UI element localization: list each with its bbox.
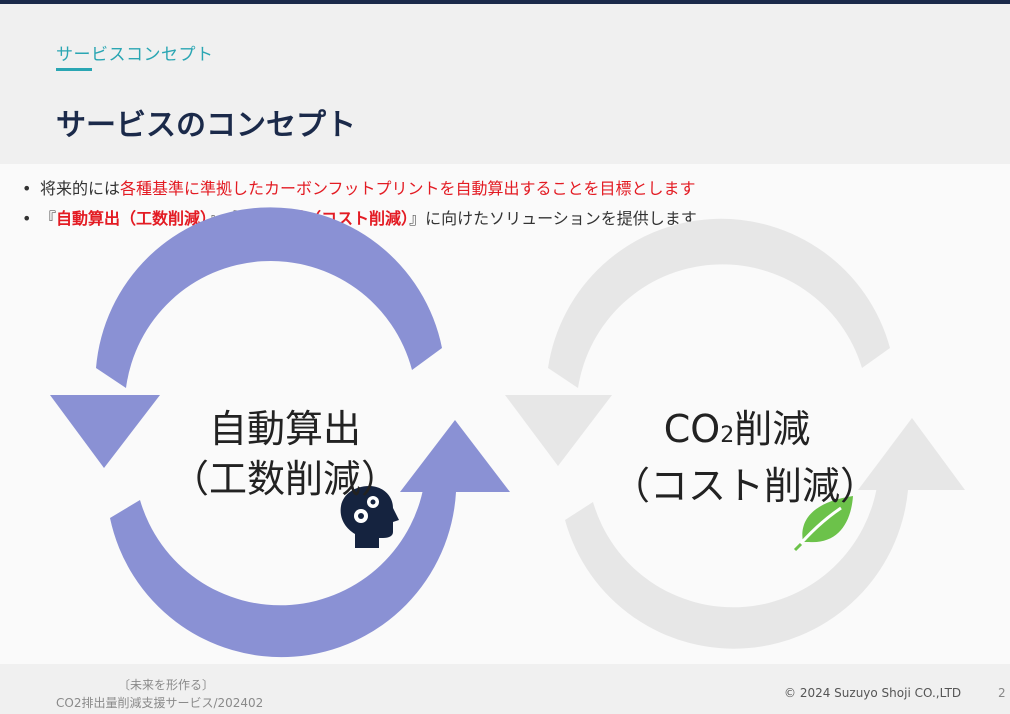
cycle-right-label: CO2削減 （コスト削減）	[612, 404, 879, 511]
cycle-right	[505, 218, 965, 649]
cycle-right-arrow-right	[858, 418, 965, 490]
cycle-right-title-post: 削減	[734, 407, 811, 451]
bullet-list: • 将来的には各種基準に準拠したカーボンフットプリントを自動算出することを目標とし…	[22, 174, 697, 234]
top-accent-bar	[0, 0, 1010, 4]
section-label: サービスコンセプト	[56, 45, 214, 65]
bracket-close: 』	[409, 209, 426, 228]
cycle-right-title: CO2削減	[612, 404, 862, 461]
footer-document-name: CO2排出量削減支援サービス/202402	[56, 696, 264, 710]
bullet-highlight-automation: 自動算出（工数削減）	[56, 209, 209, 228]
bracket-open: 『	[40, 209, 57, 228]
bullet-dot: •	[22, 209, 32, 228]
page-number: 2	[998, 686, 1006, 700]
bullet-text: 将来的には	[40, 179, 121, 198]
slide-header	[0, 4, 1010, 164]
cycle-right-arc-top	[548, 218, 890, 388]
cycle-left-title: 自動算出	[208, 407, 361, 451]
cycle-left-arc-top	[96, 207, 442, 388]
cycle-left-arrow-right	[400, 420, 510, 492]
cycle-left-arrow-left	[50, 395, 160, 468]
head-gears-icon	[340, 486, 399, 548]
cycle-left-arc-bottom	[110, 478, 456, 658]
cycle-left-label: 自動算出 （工数削減）	[160, 404, 410, 504]
cycle-right-title-pre: CO	[663, 407, 721, 451]
footer-tagline: 〔未来を形作る〕	[118, 678, 215, 692]
cycle-right-arrow-left	[505, 395, 612, 466]
page-title: サービスのコンセプト	[56, 108, 356, 143]
bullet-item: • 将来的には各種基準に準拠したカーボンフットプリントを自動算出することを目標とし…	[22, 174, 697, 204]
leaf-icon	[793, 496, 853, 552]
cycle-left-subtitle: （工数削減）	[170, 457, 399, 501]
cycle-right-title-subscript: 2	[720, 423, 735, 448]
bullet-highlight: 各種基準に準拠したカーボンフットプリントを自動算出することを目標とします	[120, 179, 696, 198]
section-underline	[56, 68, 92, 71]
cycle-right-arc-bottom	[565, 480, 908, 649]
bullet-text: に向けたソリューションを提供します	[425, 209, 697, 228]
footer-copyright: © 2024 Suzuyo Shoji CO.,LTD	[784, 686, 962, 700]
bullet-dot: •	[22, 179, 32, 198]
footer	[0, 664, 1010, 714]
cycle-left	[50, 207, 510, 658]
cycle-right-subtitle: （コスト削減）	[612, 464, 879, 508]
